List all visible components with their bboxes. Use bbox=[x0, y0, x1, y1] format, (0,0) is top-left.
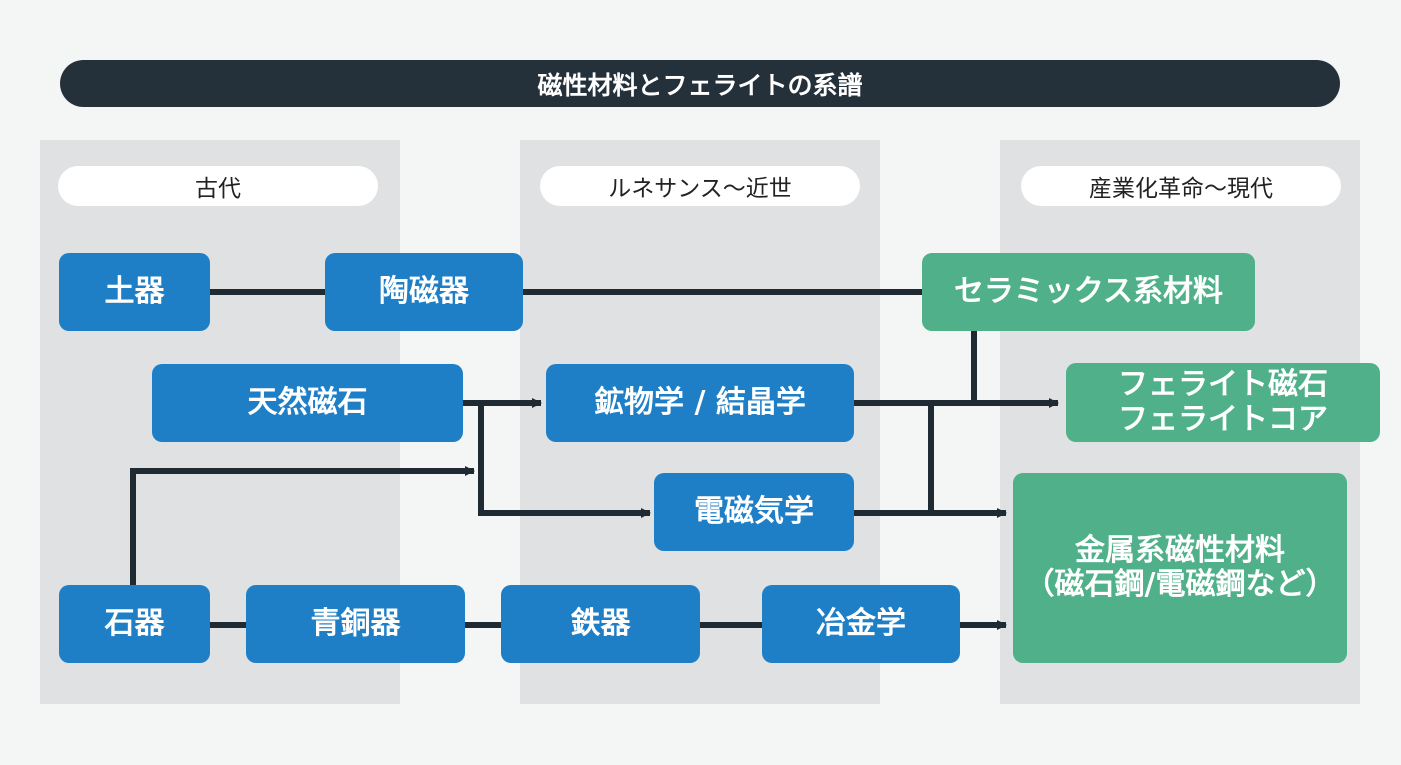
node-doki-label: 土器 bbox=[104, 273, 165, 309]
era-label-modern: 産業化革命〜現代 bbox=[1021, 166, 1341, 206]
node-ferrite-label-2: フェライトコア bbox=[1118, 401, 1328, 437]
node-sekki: 石器 bbox=[59, 585, 210, 663]
era-label-renaissance: ルネサンス〜近世 bbox=[540, 166, 860, 206]
node-tekki: 鉄器 bbox=[501, 585, 700, 663]
node-kinzoku-label-1: 金属系磁性材料 bbox=[1075, 532, 1285, 568]
node-tojiki-label: 陶磁器 bbox=[379, 273, 469, 309]
node-kinzoku: 金属系磁性材料 （磁石鋼/電磁鋼など） bbox=[1013, 473, 1347, 663]
node-denjikigaku: 電磁気学 bbox=[654, 473, 854, 551]
node-denjikigaku-label: 電磁気学 bbox=[694, 493, 814, 529]
node-doki: 土器 bbox=[59, 253, 210, 331]
node-sekki-label: 石器 bbox=[104, 605, 165, 641]
node-kinzoku-label-2: （磁石鋼/電磁鋼など） bbox=[1024, 567, 1336, 602]
node-seidouki-label: 青銅器 bbox=[310, 605, 401, 641]
arrow-tennen-denjiki bbox=[478, 403, 651, 518]
node-seidouki: 青銅器 bbox=[246, 585, 465, 663]
node-tekki-label: 鉄器 bbox=[570, 605, 631, 641]
node-ferrite: フェライト磁石 フェライトコア bbox=[1066, 363, 1380, 442]
node-tennen-jiseki: 天然磁石 bbox=[152, 364, 463, 442]
node-yakingaku: 冶金学 bbox=[762, 585, 960, 663]
node-kobutsugaku-label: 鉱物学 / 結晶学 bbox=[594, 384, 806, 420]
node-ceramics-label: セラミックス系材料 bbox=[953, 273, 1224, 309]
node-kobutsugaku: 鉱物学 / 結晶学 bbox=[546, 364, 854, 442]
node-ceramics: セラミックス系材料 bbox=[922, 253, 1255, 331]
era-label-ancient: 古代 bbox=[58, 166, 378, 206]
arrow-sekki-up bbox=[130, 466, 475, 585]
node-tennen-jiseki-label: 天然磁石 bbox=[247, 384, 368, 420]
node-tojiki: 陶磁器 bbox=[325, 253, 523, 331]
diagram-title: 磁性材料とフェライトの系譜 bbox=[60, 60, 1340, 107]
node-ferrite-label-1: フェライト磁石 bbox=[1118, 367, 1328, 402]
node-yakingaku-label: 冶金学 bbox=[816, 605, 906, 641]
